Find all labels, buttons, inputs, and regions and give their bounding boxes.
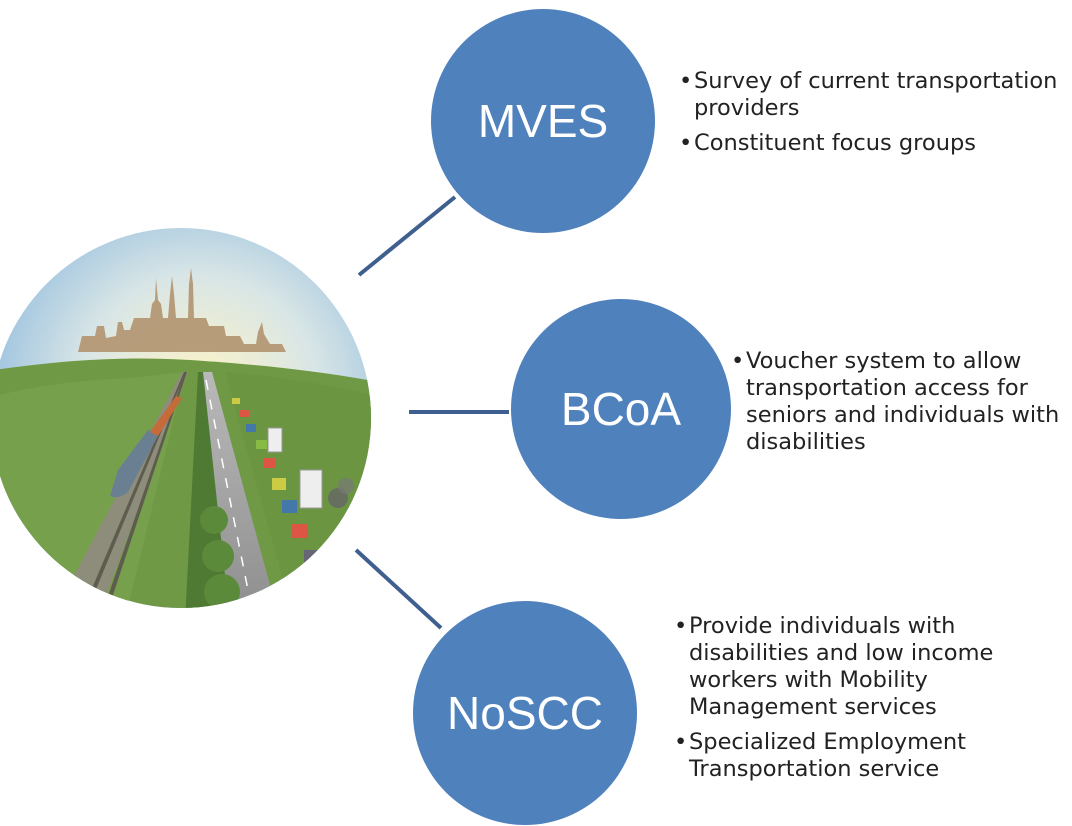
node-noscc: NoSCC <box>413 601 637 825</box>
noscc-bullet-list: Provide individuals with disabilities an… <box>674 613 1064 791</box>
list-item: Specialized Employment Transportation se… <box>674 729 1064 783</box>
connector-noscc <box>354 548 443 630</box>
node-bcoa-label: BCoA <box>561 383 681 435</box>
transport-illustration <box>0 228 371 608</box>
list-item: Voucher system to allow transportation a… <box>731 348 1067 456</box>
list-item: Constituent focus groups <box>679 130 1059 157</box>
traffic-jam <box>232 398 354 594</box>
node-mves: MVES <box>431 9 655 233</box>
connector-mves <box>357 195 457 277</box>
train <box>110 430 160 498</box>
node-mves-label: MVES <box>478 95 608 147</box>
list-item: Provide individuals with disabilities an… <box>674 613 1064 721</box>
bcoa-bullet-list: Voucher system to allow transportation a… <box>731 348 1067 464</box>
hedge-row <box>184 372 232 608</box>
node-noscc-label: NoSCC <box>447 687 603 739</box>
node-bcoa: BCoA <box>511 299 731 519</box>
city-skyline <box>78 268 286 352</box>
highway <box>200 372 285 608</box>
mves-bullet-list: Survey of current transportation provide… <box>679 68 1059 165</box>
list-item: Survey of current transportation provide… <box>679 68 1059 122</box>
